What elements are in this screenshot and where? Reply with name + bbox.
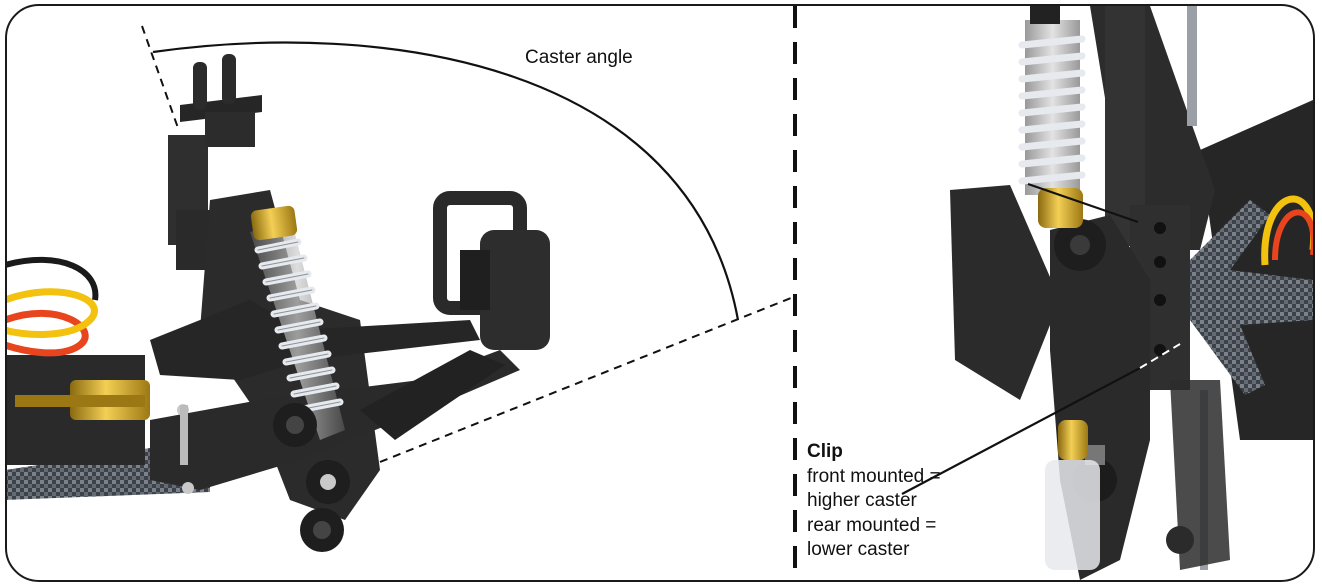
wire-red: [7, 309, 89, 357]
right-panel-photo: [950, 6, 1313, 580]
damper-spring-right: [1018, 6, 1086, 228]
clip-annotation: Clip front mounted = higher caster rear …: [807, 440, 941, 563]
wire-yellow: [7, 288, 98, 338]
left-panel-photo: [7, 54, 550, 552]
wire-black: [7, 256, 99, 301]
clip-line-3: rear mounted =: [807, 514, 937, 536]
damper-spring: [250, 205, 345, 440]
clip-pointer-lower: [901, 367, 1141, 495]
upright: [433, 191, 550, 350]
caster-angle-guides: [141, 25, 797, 463]
clip-title: Clip: [807, 441, 843, 462]
clip-line-4: lower caster: [807, 539, 910, 560]
carbon-plate: [1190, 200, 1313, 395]
caster-angle-label: Caster angle: [525, 47, 633, 68]
clip-line-2: higher caster: [807, 490, 917, 511]
clip-line-1: front mounted =: [807, 465, 941, 487]
clip-pointer-upper: [1027, 182, 1139, 224]
